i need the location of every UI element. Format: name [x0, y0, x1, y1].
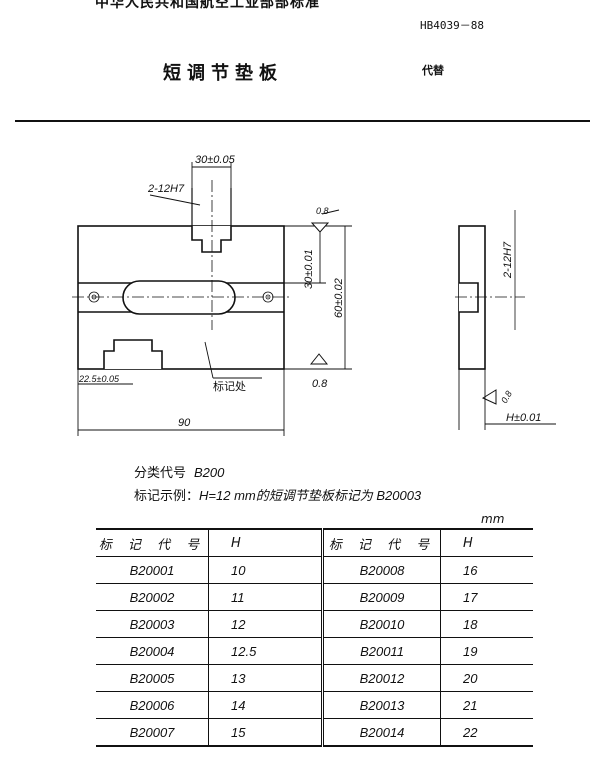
row-h-left: 15 — [208, 718, 324, 746]
row-code-left: B20007 — [96, 718, 209, 746]
classification-label: 分类代号 — [134, 466, 187, 481]
row-h-left: 13 — [208, 664, 324, 692]
header-divider — [15, 120, 590, 122]
row-code-left: B20004 — [96, 637, 209, 665]
row-h-left: 11 — [208, 583, 324, 611]
header-h-1: H — [208, 529, 324, 557]
row-code-left: B20001 — [96, 556, 209, 584]
replaces-label: 代替 — [422, 64, 444, 77]
header-code-1: 标 记 代 号 — [96, 529, 209, 557]
roughness-bottom-label: 0.8 — [312, 378, 328, 390]
row-h-right: 16 — [463, 562, 478, 578]
row-code-left: B20005 — [96, 664, 209, 692]
row-h-left: 12.5 — [208, 637, 324, 665]
row-code-left: B20002 — [96, 583, 209, 611]
row-h-left: 12 — [208, 610, 324, 638]
dim-slot-offset: 22.5±0.05 — [78, 374, 120, 384]
roughness-top-label: 0.8 — [316, 206, 329, 216]
row-h-left: 10 — [208, 556, 324, 584]
table-header-row: 标 记 代 号 H 标 记 代 号 H — [96, 529, 533, 557]
row-code-right: B20010 — [322, 610, 441, 638]
header-code-2: 标 记 代 号 — [322, 529, 441, 557]
front-view — [77, 188, 285, 370]
row-h-right: 17 — [463, 589, 478, 605]
example-value: H=12 mm的短调节垫板标记为 B20003 — [199, 488, 422, 503]
row-code-right: B20012 — [322, 664, 441, 692]
row-h-right: 22 — [463, 724, 478, 740]
roughness-side-label: 0.8 — [499, 389, 514, 405]
dimension-labels: 30±0.05 2-12H7 0.8 30±0.01 60±0.02 22.5±… — [78, 154, 541, 429]
dim-slot-height: 30±0.01 — [303, 249, 315, 289]
marking-location-label: 标记处 — [213, 379, 246, 393]
front-centerlines — [72, 180, 292, 330]
row-h-right: 21 — [463, 697, 478, 713]
classification-value: B200 — [194, 465, 225, 480]
row-code-right: B20011 — [322, 637, 441, 665]
technical-drawing: 30±0.05 2-12H7 0.8 30±0.01 60±0.02 22.5±… — [72, 154, 556, 436]
row-h-right: 18 — [463, 616, 478, 632]
dimension-lines — [77, 162, 352, 436]
classification-line: 分类代号 B200 — [134, 462, 224, 481]
standard-number: HB4039－88 — [420, 19, 484, 32]
example-label: 标记示例： — [134, 489, 200, 504]
dim-width-slot: 30±0.05 — [195, 154, 236, 166]
row-code-right: B20009 — [322, 583, 441, 611]
dim-thread: 2-12H7 — [147, 183, 185, 195]
row-h-right: 19 — [463, 643, 478, 659]
side-thickness-label: H±0.01 — [506, 412, 541, 424]
marking-example-line: 标记示例：H=12 mm的短调节垫板标记为 B20003 — [134, 485, 421, 504]
table-unit: mm — [481, 512, 505, 526]
row-h-left: 14 — [208, 691, 324, 719]
row-code-right: B20014 — [322, 718, 441, 746]
dim-total-height: 60±0.02 — [333, 278, 345, 318]
roughness-symbols — [309, 209, 497, 405]
row-code-left: B20006 — [96, 691, 209, 719]
header-h-2: H — [463, 535, 473, 551]
dim-overall-width: 90 — [178, 417, 191, 429]
side-centerlines — [455, 210, 525, 330]
row-h-right: 20 — [463, 670, 478, 686]
row-code-left: B20003 — [96, 610, 209, 638]
page-title: 短调节垫板 — [163, 63, 283, 84]
side-view — [458, 225, 556, 430]
row-code-right: B20008 — [322, 556, 441, 584]
row-code-right: B20013 — [322, 691, 441, 719]
document-header-top: 中华人民共和国航空工业部部标准 — [95, 0, 320, 11]
side-thread-label: 2-12H7 — [502, 241, 514, 279]
